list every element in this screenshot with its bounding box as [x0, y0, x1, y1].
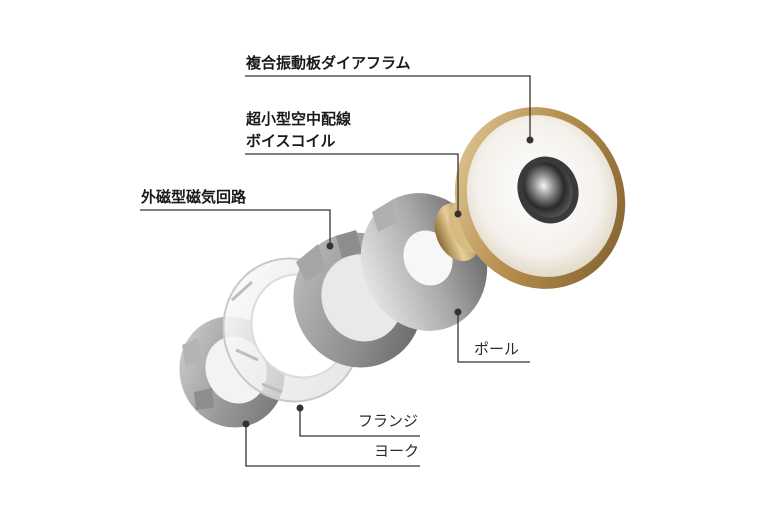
- label-voice-coil-line1: 超小型空中配線: [246, 110, 352, 128]
- leader-lines: [140, 75, 531, 467]
- label-flange: フランジ: [358, 412, 419, 430]
- dot-diaphragm: [526, 136, 534, 144]
- label-diaphragm: 複合振動板ダイアフラム: [246, 54, 411, 72]
- dot-pole: [454, 308, 462, 316]
- leader-line-voice-coil: [245, 153, 459, 214]
- leader-line-pole: [457, 312, 530, 363]
- dot-magnetic-circuit: [326, 242, 334, 250]
- dot-yoke: [242, 420, 250, 428]
- label-yoke: ヨーク: [374, 442, 420, 460]
- diaphragm-part: [454, 107, 626, 289]
- leader-line-flange: [299, 408, 420, 437]
- label-voice-coil-line2: ボイスコイル: [246, 132, 336, 150]
- label-magnetic-circuit: 外磁型磁気回路: [141, 188, 247, 206]
- leader-dots: [242, 136, 534, 428]
- leader-line-yoke: [245, 424, 420, 467]
- dot-voice-coil: [454, 210, 462, 218]
- label-pole: ポール: [474, 340, 520, 358]
- leader-line-magnetic-circuit: [140, 209, 331, 246]
- leader-line-diaphragm: [245, 75, 531, 140]
- dot-flange: [296, 404, 304, 412]
